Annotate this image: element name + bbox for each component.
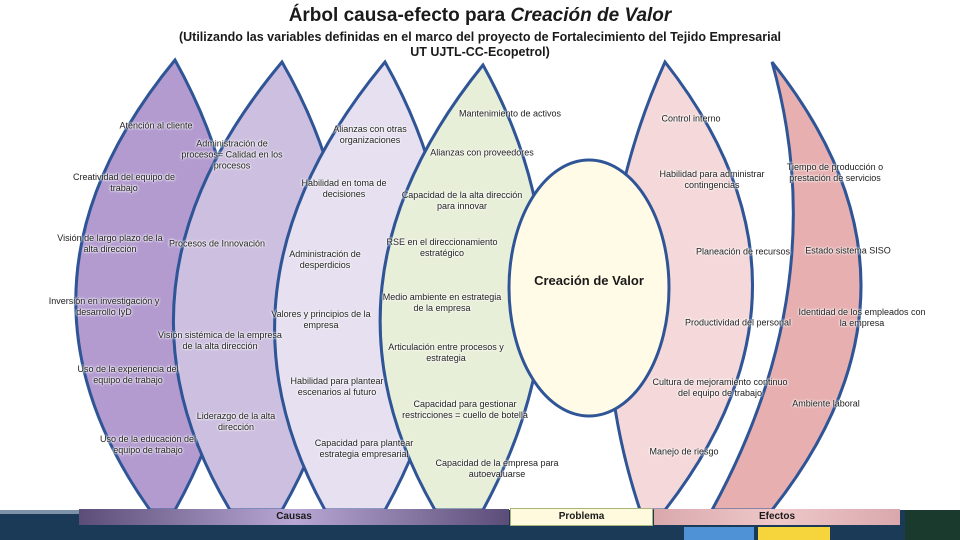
- cause-label: Administración de desperdicios: [289, 249, 361, 270]
- problema-label: Problema: [510, 508, 653, 526]
- cause-label: Capacidad para plantear estrategia empre…: [314, 438, 414, 459]
- cause-label: Creatividad del equipo de trabajo: [72, 172, 176, 193]
- footer-yellow-block: [758, 527, 830, 540]
- efectos-label: Efectos: [654, 509, 900, 525]
- cause-label: Alianzas con otras organizaciones: [333, 124, 407, 145]
- diagram-subtitle: (Utilizando las variables definidas en e…: [178, 30, 782, 59]
- cause-label: Habilidad en toma de decisiones: [301, 178, 387, 199]
- cause-label: Inversión en investigación y desarrollo …: [48, 296, 160, 317]
- cause-label: Valores y principios de la empresa: [271, 309, 371, 330]
- cause-label: Habilidad para plantear escenarios al fu…: [290, 376, 384, 397]
- cause-label: Liderazgo de la alta dirección: [196, 411, 276, 432]
- cause-label: Capacidad para gestionar restricciones =…: [402, 399, 528, 420]
- effect-label: Control interno: [661, 113, 721, 124]
- effect-label: Identidad de los empleados con la empres…: [798, 307, 926, 328]
- effect-label: Cultura de mejoramiento continuo del equ…: [652, 377, 788, 398]
- cause-label: Articulación entre procesos y estrategia: [388, 342, 504, 363]
- footer-accent-right: [905, 510, 960, 540]
- effect-label: Productividad del personal: [684, 317, 792, 328]
- effect-label: Habilidad para administrar contingencias: [659, 169, 765, 190]
- cause-label: Uso de la experiencia del equipo de trab…: [77, 364, 179, 385]
- cause-label: Capacidad de la alta dirección para inno…: [401, 190, 523, 211]
- effect-label: Manejo de riesgo: [649, 446, 719, 457]
- cause-label: RSE en el direccionamiento estratégico: [386, 237, 498, 258]
- center-ellipse: [507, 158, 671, 418]
- cause-label: Visión de largo plazo de la alta direcci…: [57, 233, 163, 254]
- footer-accent: [0, 510, 80, 514]
- cause-label: Capacidad de la empresa para autoevaluar…: [435, 458, 559, 479]
- cause-label: Medio ambiente en estrategia de la empre…: [382, 292, 502, 313]
- effect-label: Planeación de recursos: [695, 246, 791, 257]
- center-label: Creación de Valor: [534, 273, 644, 288]
- cause-label: Alianzas con proveedores: [430, 147, 534, 158]
- diagram-title: Árbol causa-efecto para Creación de Valo…: [288, 5, 672, 26]
- effect-label: Tiempo de producción o prestación de ser…: [786, 162, 884, 183]
- effect-label: Ambiente laboral: [792, 398, 860, 409]
- cause-label: Procesos de Innovación: [168, 238, 266, 249]
- cause-label: Uso de la educación del equipo de trabaj…: [99, 434, 197, 455]
- cause-label: Atención al cliente: [119, 120, 193, 131]
- cause-label: Visión sistémica de la empresa de la alt…: [158, 330, 282, 351]
- effect-label: Estado sistema SISO: [805, 245, 891, 256]
- footer-blue-block: [684, 527, 754, 540]
- cause-label: Administración de procesos= Calidad en l…: [181, 138, 283, 171]
- cause-label: Mantenimiento de activos: [458, 108, 562, 119]
- causas-label: Causas: [79, 509, 509, 525]
